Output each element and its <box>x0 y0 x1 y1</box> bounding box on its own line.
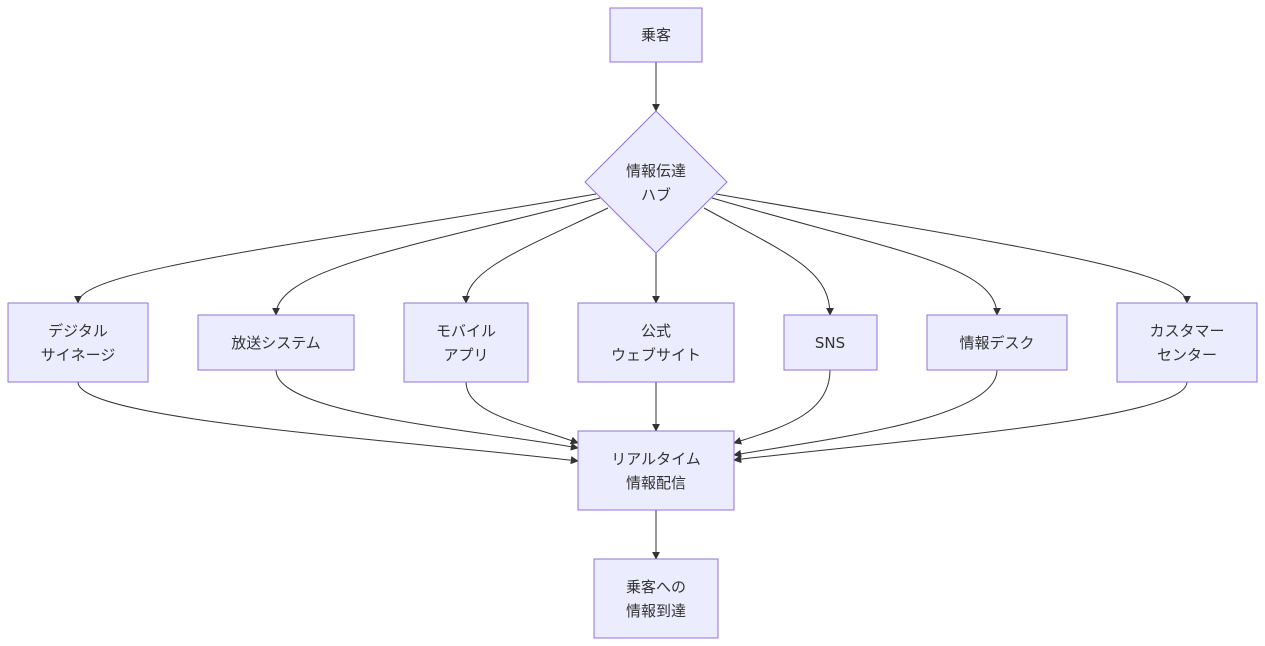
node-website-label-line2: ウェブサイト <box>611 346 701 364</box>
node-realtime-label-line2: 情報配信 <box>626 474 686 492</box>
node-desk: 情報デスク <box>926 314 1068 371</box>
node-signage-label-line1: デジタル <box>48 322 108 340</box>
edge-mobile-realtime <box>465 381 579 445</box>
edge-hub-customer <box>715 193 1191 304</box>
node-delivered-label-line2: 情報到達 <box>626 602 686 620</box>
node-website-label-line1: 公式 <box>641 322 671 340</box>
node-mobile-label-line2: アプリ <box>443 346 488 364</box>
node-realtime-label-line1: リアルタイム <box>611 450 701 468</box>
node-hub: 情報伝達 ハブ <box>584 110 728 254</box>
edge-signage-realtime <box>77 381 579 465</box>
node-broadcast: 放送システム <box>197 314 355 371</box>
node-signage-label-line2: サイネージ <box>41 346 116 364</box>
edge-customer-realtime <box>733 381 1188 464</box>
node-customer-label-line1: カスタマー <box>1149 322 1224 340</box>
edge-hub-mobile <box>462 207 609 304</box>
node-sns-label: SNS <box>815 334 845 352</box>
edge-hub-desk <box>711 197 1001 316</box>
nodes: 乗客 情報伝達 ハブ デジタル サイネージ 放送システム モバイル アプリ 公式… <box>7 7 1258 639</box>
edge-sns-realtime <box>733 369 831 445</box>
edge-hub-broadcast <box>272 197 601 316</box>
edges <box>74 62 1191 560</box>
node-desk-label: 情報デスク <box>959 334 1034 352</box>
node-signage: デジタル サイネージ <box>7 302 149 383</box>
node-realtime: リアルタイム 情報配信 <box>577 430 735 511</box>
edge-hub-signage <box>74 193 597 304</box>
node-hub-label-line1: 情報伝達 <box>626 162 686 180</box>
edge-desk-realtime <box>733 369 998 458</box>
node-hub-label-line2: ハブ <box>641 186 671 204</box>
node-customer-label-line2: センター <box>1157 346 1217 364</box>
node-mobile-label-line1: モバイル <box>436 322 496 340</box>
node-passenger-label: 乗客 <box>641 26 671 44</box>
node-customer: カスタマー センター <box>1116 302 1258 383</box>
node-website: 公式 ウェブサイト <box>577 302 735 383</box>
edge-broadcast-realtime <box>275 369 579 451</box>
node-passenger: 乗客 <box>609 7 703 63</box>
edge-hub-sns <box>703 207 834 316</box>
node-mobile: モバイル アプリ <box>403 302 529 383</box>
node-sns: SNS <box>783 314 878 371</box>
node-broadcast-label: 放送システム <box>231 334 321 352</box>
node-delivered: 乗客への 情報到達 <box>593 558 719 639</box>
node-delivered-label-line1: 乗客への <box>626 578 686 596</box>
